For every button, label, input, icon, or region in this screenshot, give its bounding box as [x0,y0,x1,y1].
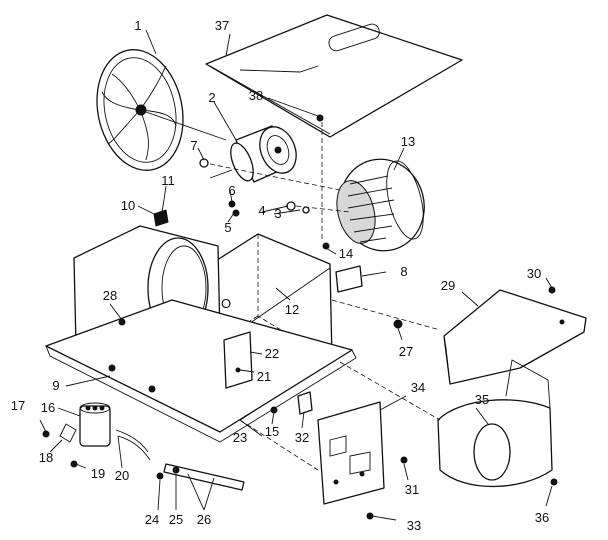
wire-harness [115,429,151,461]
screw-5 [232,209,240,217]
zero-mark: O [221,296,231,311]
callout-11: 11 [161,173,175,188]
callout-22: 22 [265,346,279,361]
panel [223,331,253,389]
assembly-lines [209,122,441,471]
callout-8: 8 [400,264,407,279]
callout-10: 10 [121,198,135,213]
callout-16: 16 [41,400,55,415]
callout-6: 6 [228,183,235,198]
screw-36 [550,478,558,486]
callout-5: 5 [224,220,231,235]
callout-27: 27 [399,344,413,359]
callout-34: 34 [411,380,425,395]
fan-shroud-plate [96,49,227,171]
callout-15: 15 [265,424,279,439]
bracket [335,265,363,293]
callout-1: 1 [134,18,141,33]
callout-21: 21 [257,369,271,384]
motor [209,125,297,183]
callout-28: 28 [103,288,117,303]
callout-24: 24 [145,512,159,527]
screw-11-shank [161,199,165,213]
callout-35: 35 [475,392,489,407]
callout-25: 25 [169,512,183,527]
washer-4 [286,201,296,211]
relay [297,391,313,415]
clip-25 [172,466,180,474]
screw-30 [548,286,556,294]
callout-38: 38 [249,88,263,103]
callout-31: 31 [405,482,419,497]
callout-labels: 1 2 3 4 5 6 7 8 9 10 11 12 13 14 15 16 1… [11,18,549,533]
label-mark [235,367,241,373]
callout-9: 9 [52,378,59,393]
capacitor-strap [59,423,77,443]
callout-18: 18 [39,450,53,465]
nut-3 [302,206,310,214]
blower-housing [437,359,553,488]
callout-4: 4 [258,203,265,218]
callout-33: 33 [407,518,421,533]
blower-wheel [336,158,425,252]
callout-12: 12 [285,302,299,317]
callout-17: 17 [11,398,25,413]
callout-30: 30 [527,266,541,281]
callout-29: 29 [441,278,455,293]
screw-24 [156,472,164,480]
callout-36: 36 [535,510,549,525]
callout-26: 26 [197,512,211,527]
nut-7 [199,158,209,168]
rail [163,463,245,491]
base-pan [45,299,357,443]
callout-13: 13 [401,134,415,149]
screw-27 [393,319,403,329]
callout-20: 20 [115,468,129,483]
top-cover [205,14,463,138]
callout-32: 32 [295,430,309,445]
callout-3: 3 [274,206,281,221]
control-board [317,401,385,505]
callout-37: 37 [215,18,229,33]
callout-19: 19 [91,466,105,481]
callout-7: 7 [190,138,197,153]
screw-14 [322,242,330,250]
screw-31 [400,456,408,464]
callout-2: 2 [208,90,215,105]
clip [153,209,169,227]
screw-28 [118,318,126,326]
leader-lines [39,29,553,521]
callout-14: 14 [339,246,353,261]
capacitor [79,402,111,447]
duct-panel [443,289,587,385]
callout-23: 23 [233,430,247,445]
screw-38 [316,114,324,122]
